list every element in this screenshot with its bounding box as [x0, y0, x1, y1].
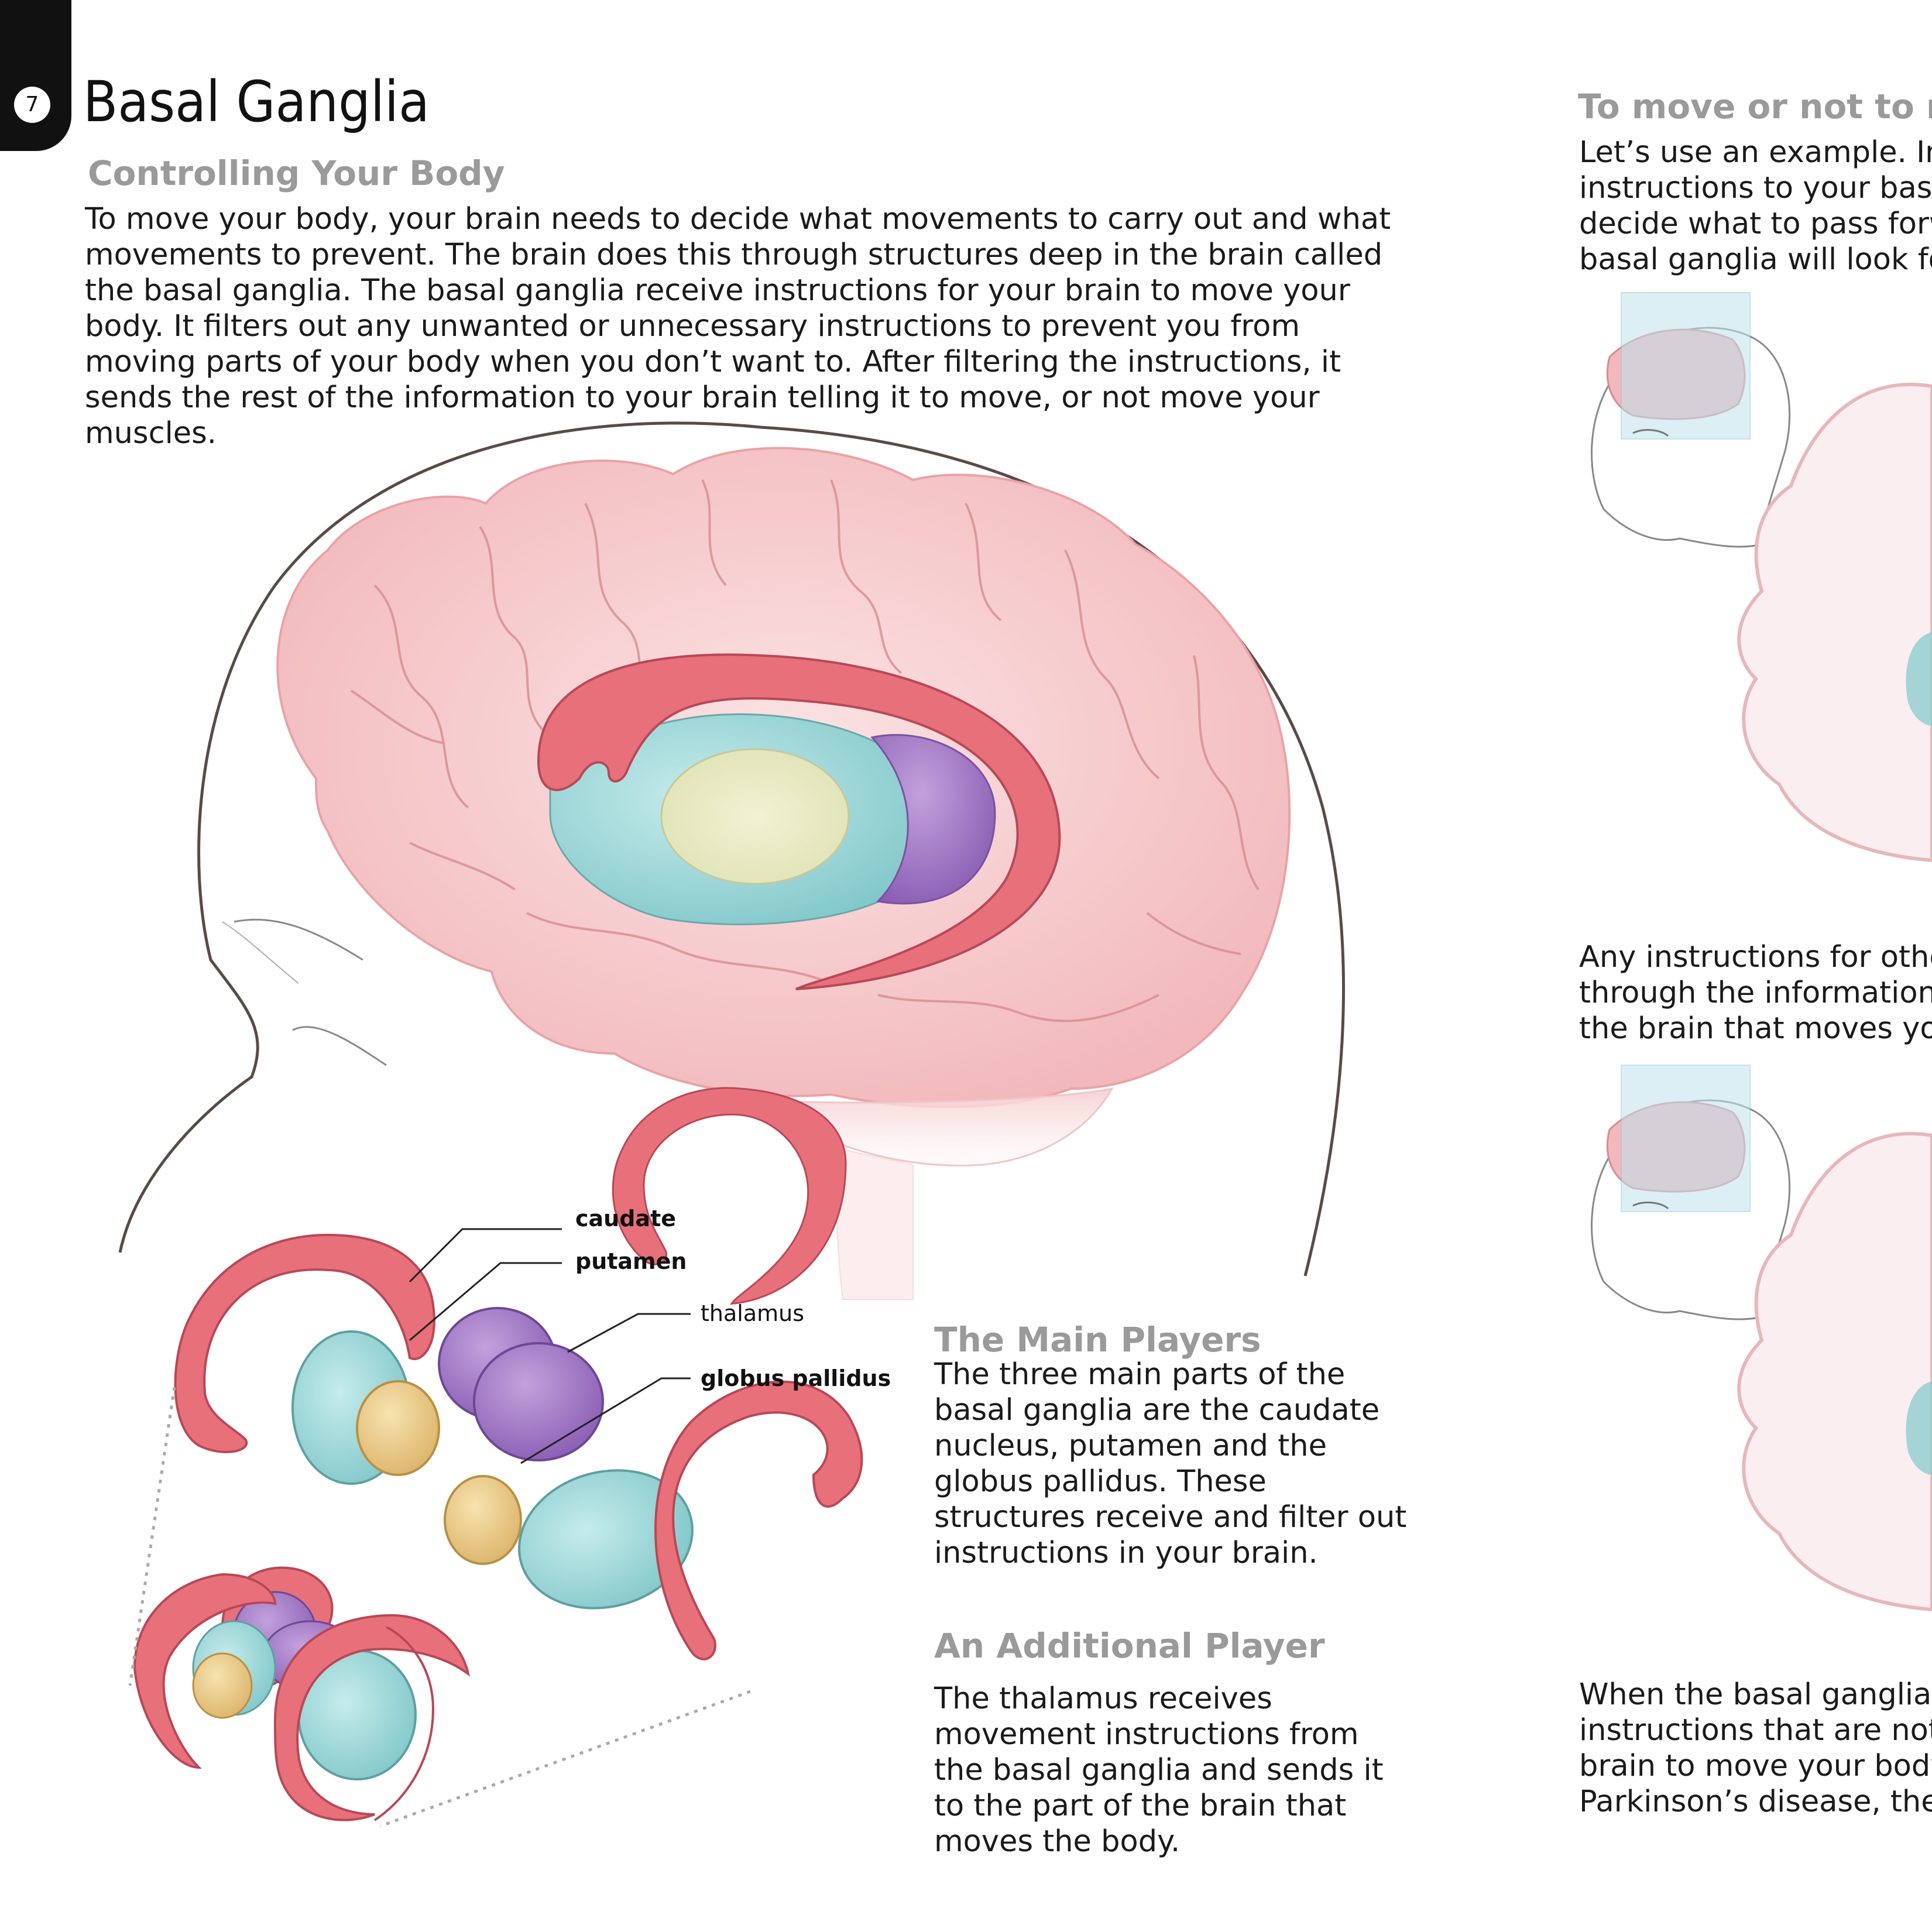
right-p3-line: brain to move your body, — [1579, 1749, 1932, 1783]
head-thumbnail-2 — [1591, 1065, 1791, 1320]
section-body-additional-player: The thalamus receives movement instructi… — [934, 1682, 1384, 1859]
section-body-controlling: To move your body, your brain needs to d… — [85, 202, 1391, 451]
right-p2-line: the brain that moves your — [1579, 1011, 1932, 1046]
right-paragraph-3: When the basal ganglia ar instructions t… — [1579, 1677, 1932, 1820]
right-heading: To move or not to mo — [1578, 87, 1932, 126]
section-body-main-players: The three main parts of the basal gangli… — [934, 1357, 1407, 1570]
page-number: 7 — [14, 87, 50, 123]
page-title: Basal Ganglia — [83, 69, 430, 135]
right-p3-line: Parkinson’s disease, they r — [1579, 1785, 1932, 1819]
coronal-slice-2 — [1737, 1131, 1932, 1612]
right-paragraph-2: Any instructions for other through the i… — [1579, 939, 1932, 1046]
label-thalamus: thalamus — [701, 1300, 805, 1326]
right-p3-line: When the basal ganglia ar — [1579, 1677, 1932, 1712]
coronal-slice-1 — [1737, 382, 1932, 863]
globus-pallidus-shape — [870, 734, 996, 905]
right-p1-line: Let’s use an example. Imag — [1579, 135, 1932, 170]
right-p1-line: decide what to pass forwa — [1579, 207, 1932, 241]
section-heading-additional-player: An Additional Player — [934, 1626, 1325, 1666]
label-globus-pallidus: globus pallidus — [701, 1365, 891, 1391]
right-p2-line: Any instructions for other — [1579, 940, 1932, 974]
head-thumbnail-1 — [1591, 292, 1791, 548]
section-heading-controlling: Controlling Your Body — [88, 153, 505, 193]
right-p2-line: through the information, i — [1579, 976, 1932, 1010]
right-p3-line: instructions that are not fi — [1579, 1713, 1932, 1748]
label-caudate: caudate — [575, 1206, 677, 1231]
head-outline — [118, 421, 1346, 1276]
page-tab — [0, 0, 71, 151]
caudate-shape — [537, 653, 1061, 990]
right-p1-line: basal ganglia will look for a — [1579, 242, 1932, 277]
right-paragraph-1: Let’s use an example. Imag instructions … — [1579, 135, 1932, 277]
thalamus-shape — [660, 748, 850, 885]
section-heading-main-players: The Main Players — [934, 1320, 1261, 1360]
right-p1-line: instructions to your basal — [1579, 171, 1932, 205]
label-putamen: putamen — [575, 1248, 687, 1274]
eye-icon — [234, 918, 387, 1066]
